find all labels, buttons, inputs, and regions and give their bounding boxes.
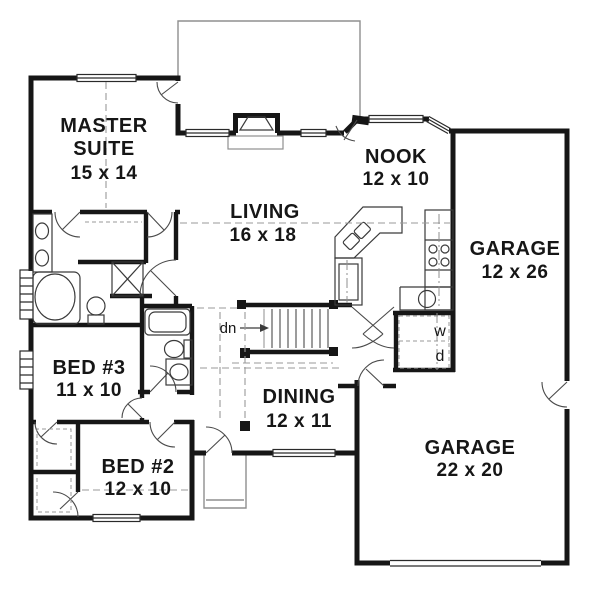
shower bbox=[111, 261, 144, 297]
bathtub-oval bbox=[32, 271, 81, 325]
door-front bbox=[205, 426, 233, 454]
room-name: SUITE bbox=[73, 138, 134, 160]
room-name: GARAGE bbox=[425, 437, 516, 459]
room-dims: 15 x 14 bbox=[71, 163, 138, 184]
room-dims: 22 x 20 bbox=[437, 460, 504, 481]
bathtub-hall bbox=[144, 308, 191, 336]
stair-post bbox=[237, 300, 246, 309]
room-dims: 12 x 26 bbox=[482, 262, 549, 283]
kitchen-sink bbox=[353, 221, 371, 239]
cooktop-burner bbox=[428, 257, 438, 267]
window-master-top bbox=[76, 73, 137, 83]
bay-corner-post bbox=[351, 114, 370, 126]
door-master-bath bbox=[54, 211, 81, 238]
room-label-master-suite: MASTER SUITE 15 x 14 bbox=[60, 115, 148, 184]
room-dims: 12 x 10 bbox=[105, 479, 172, 500]
window-living-2 bbox=[300, 128, 327, 138]
wall-bed2-closet bbox=[31, 420, 81, 492]
room-dims: 12 x 11 bbox=[266, 411, 332, 432]
door-hall-garage22 bbox=[357, 359, 385, 387]
room-label-dining: DINING 12 x 11 bbox=[263, 386, 336, 432]
window-nook-bay-angled bbox=[426, 115, 451, 135]
window-bed2-bottom bbox=[92, 513, 141, 523]
door-bath2 bbox=[149, 365, 177, 393]
window-living-1 bbox=[185, 128, 230, 138]
entry-column bbox=[240, 421, 250, 431]
door-landing-b bbox=[362, 306, 395, 349]
room-name: BED #2 bbox=[101, 456, 174, 478]
window-nook-bay bbox=[368, 114, 424, 124]
stair-post bbox=[329, 300, 338, 309]
garage-door bbox=[390, 559, 541, 567]
stairs-down-arrow bbox=[240, 324, 269, 332]
door-landing-a bbox=[351, 306, 384, 349]
kitchen-corner-counter bbox=[399, 286, 453, 311]
room-dims: 12 x 10 bbox=[363, 169, 430, 190]
room-dims: 11 x 10 bbox=[56, 380, 122, 401]
door-garage-service bbox=[541, 381, 568, 408]
kitchen-sink bbox=[342, 232, 360, 250]
room-label-nook: NOOK 12 x 10 bbox=[363, 146, 430, 190]
hearth bbox=[227, 135, 284, 150]
fireplace bbox=[227, 113, 284, 150]
wall-laundry-closet bbox=[393, 310, 455, 373]
cooktop-burner bbox=[440, 244, 450, 254]
room-name: NOOK bbox=[365, 146, 427, 168]
toilet-master bbox=[86, 296, 106, 325]
closet-shelf bbox=[36, 478, 72, 513]
dryer-label: d bbox=[436, 348, 445, 365]
porch-outline bbox=[203, 455, 247, 509]
room-dims: 16 x 18 bbox=[230, 225, 297, 246]
room-label-living: LIVING 16 x 18 bbox=[230, 201, 300, 246]
cooktop-burner bbox=[440, 257, 450, 267]
room-name: LIVING bbox=[230, 201, 300, 223]
room-name: BED #3 bbox=[52, 357, 125, 379]
toilet-hall bbox=[163, 339, 193, 359]
door-master-entry bbox=[156, 81, 179, 104]
door-nook-deck bbox=[335, 119, 358, 142]
vanity-hall-bath bbox=[165, 358, 193, 386]
room-name: MASTER bbox=[60, 115, 148, 137]
window-dining bbox=[272, 448, 336, 458]
stairs bbox=[240, 309, 329, 348]
door-bed3 bbox=[121, 397, 143, 419]
stair-post bbox=[329, 347, 338, 356]
room-label-bed2: BED #2 12 x 10 bbox=[101, 456, 174, 500]
deck-outline bbox=[177, 20, 361, 117]
room-name: DINING bbox=[263, 386, 336, 408]
room-label-garage-12x26: GARAGE 12 x 26 bbox=[470, 238, 561, 283]
room-label-bed3: BED #3 11 x 10 bbox=[52, 357, 125, 401]
entry-column bbox=[240, 348, 250, 358]
stairs-down-label: dn bbox=[220, 320, 237, 337]
door-master-corridor bbox=[146, 211, 173, 238]
kitchen-counter-leg bbox=[334, 257, 363, 306]
room-name: GARAGE bbox=[470, 238, 561, 260]
window-bed3-left bbox=[19, 350, 34, 390]
washer-dryer-box bbox=[398, 315, 450, 369]
door-corridor-hall bbox=[139, 259, 177, 297]
room-label-garage-22x20: GARAGE 22 x 20 bbox=[425, 437, 516, 481]
cooktop-burner bbox=[428, 244, 438, 254]
door-bed2 bbox=[149, 421, 176, 448]
washer-label: w bbox=[433, 323, 446, 340]
